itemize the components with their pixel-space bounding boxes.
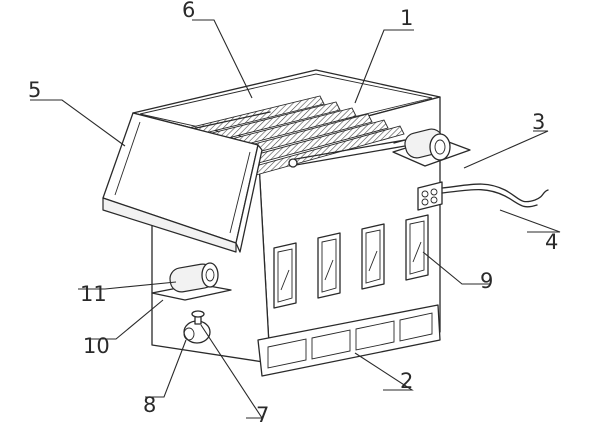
callout-4: 4 <box>545 230 558 254</box>
callout-9: 9 <box>480 269 493 293</box>
top-motor <box>392 128 471 167</box>
callout-7: 7 <box>256 403 269 427</box>
callout-2: 2 <box>400 369 413 393</box>
callout-5: 5 <box>28 78 41 102</box>
side-motor <box>151 262 232 301</box>
outlet-valve <box>183 310 211 344</box>
leader-lines <box>30 19 561 419</box>
collection-drawers <box>257 304 441 377</box>
callout-11: 11 <box>80 282 107 306</box>
callout-10: 10 <box>83 334 110 358</box>
discharge-chute <box>102 112 263 253</box>
power-cable <box>441 183 549 203</box>
callout-6: 6 <box>182 0 195 22</box>
callout-1: 1 <box>400 6 413 30</box>
control-box <box>417 181 443 211</box>
callout-labels: 1 6 5 3 4 9 2 11 10 8 7 <box>28 0 558 427</box>
callout-8: 8 <box>143 393 156 417</box>
observation-windows <box>273 214 429 309</box>
callout-3: 3 <box>532 110 545 134</box>
